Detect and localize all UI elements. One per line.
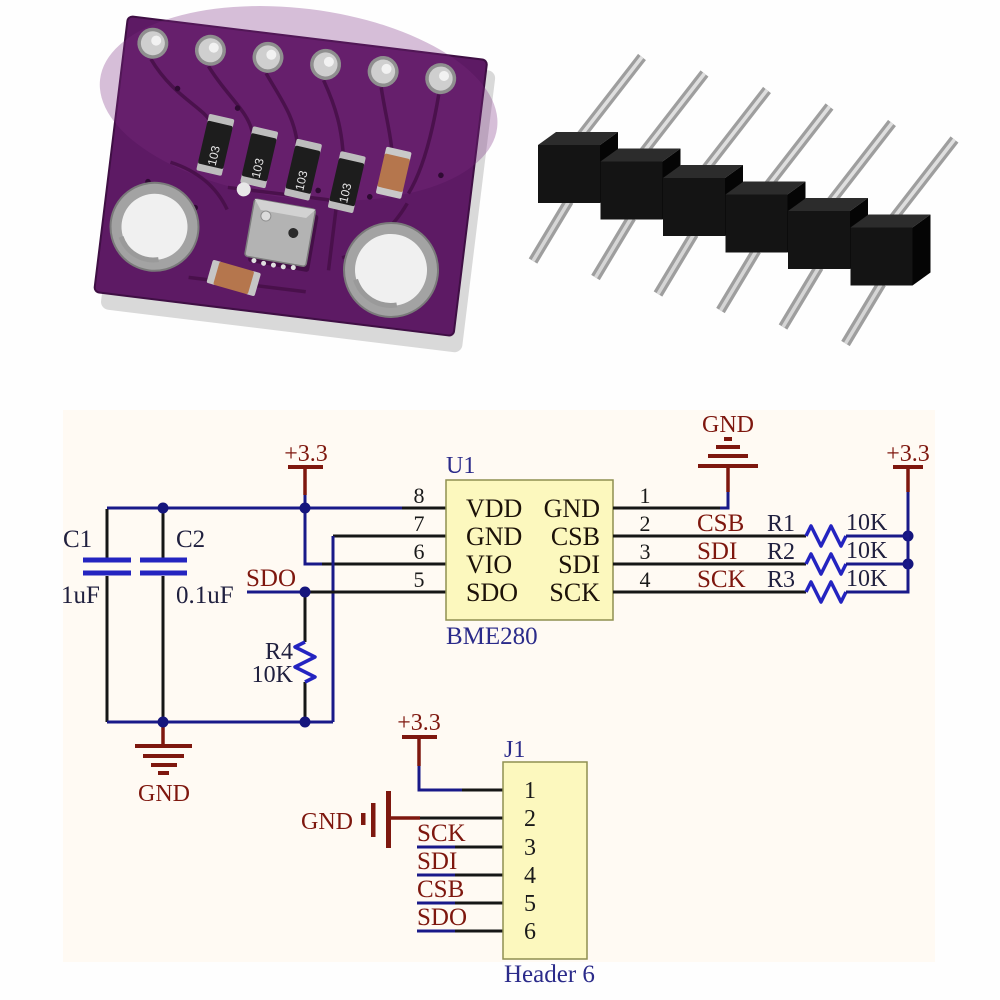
pin-header-photo [528,53,959,347]
smd-resistor: 103 [284,138,322,201]
resistor-marking: 103 [205,144,223,167]
smd-capacitor [376,146,412,199]
r2-value-label: 10K [846,538,888,564]
r3-value-label: 10K [846,566,888,592]
csb-net-label: CSB [697,510,744,537]
u1-pin1-number: 1 [640,483,651,508]
c2-ref-label: C2 [176,526,205,553]
capacitor-c2-symbol [140,557,187,576]
j1-csb-net-label: CSB [417,876,464,903]
sck-net-label: SCK [697,566,746,593]
u1-pin-vio-name: VIO [466,550,512,579]
ground-symbol-j1 [361,791,420,848]
mounting-hole-left [109,181,200,272]
resistor-r3-symbol [804,580,848,604]
u1-pin-sck-name: SCK [549,578,600,607]
gnd-bottom-left-label: GND [138,781,190,807]
u1-pin5-number: 5 [414,567,425,592]
c1-value-label: 1uF [61,582,100,609]
u1-ic-body [445,479,614,621]
r2-ref-label: R2 [767,539,795,565]
sdi-net-label: SDI [697,538,737,565]
u1-pin-gnd-name: GND [466,522,522,551]
r4-ref-label: R4 [265,639,293,665]
capacitor-c1-symbol [83,557,131,576]
j1-sck-net-label: SCK [417,820,466,847]
power-flag-33-right [893,465,923,492]
power-33-bottom-label: +3.3 [397,710,441,736]
u1-pin-sdi-name: SDI [558,550,600,579]
u1-pin-sdo-name: SDO [466,578,518,607]
r1-value-label: 10K [846,510,888,536]
power-33-left-label: +3.3 [284,441,328,467]
c1-ref-label: C1 [63,526,92,553]
u1-part-label: BME280 [446,623,538,650]
u1-pin-csb-name: CSB [551,522,600,551]
u1-pin4-number: 4 [640,567,651,592]
u1-pin8-number: 8 [414,483,425,508]
smd-capacitor [206,260,261,296]
j1-pin1-number: 1 [524,778,536,804]
r4-value-label: 10K [252,662,294,688]
mounting-hole-right [343,221,440,318]
pcb-pin-pads [137,27,457,95]
u1-pin-gnd2-name: GND [544,494,600,523]
resistor-r4-symbol [293,640,317,684]
u1-pin7-number: 7 [414,511,425,536]
resistor-marking: 103 [336,181,354,204]
resistor-marking: 103 [249,157,267,180]
j1-ref-label: J1 [504,737,525,763]
j1-connector-body [502,761,588,960]
ground-symbol-top-right [698,437,758,492]
j1-pin5-number: 5 [524,891,536,917]
white-dot [236,182,251,197]
smd-resistor: 103 [196,114,235,176]
j1-pin2-number: 2 [524,806,536,832]
bme280-module-photo: 103 103 103 103 [93,6,498,353]
j1-pin4-number: 4 [524,863,536,889]
sensor-vent-hole [288,228,299,239]
gnd-top-right-label: GND [702,412,754,438]
j1-pin3-number: 3 [524,835,536,861]
j1-part-label: Header 6 [504,961,595,988]
smd-resistor: 103 [328,151,366,213]
u1-pin6-number: 6 [414,539,425,564]
bme280-sensor-chip [244,198,319,272]
u1-pin-vdd-name: VDD [466,494,522,523]
resistor-r2-symbol [804,552,848,576]
sdo-net-label: SDO [246,565,296,592]
j1-pin6-number: 6 [524,919,536,945]
resistor-marking: 103 [292,169,310,192]
u1-pin3-number: 3 [640,539,651,564]
u1-pin2-number: 2 [640,511,651,536]
j1-sdo-net-label: SDO [417,904,467,931]
resistor-r1-symbol [804,524,848,548]
power-flag-33-bottom [402,735,462,792]
r1-ref-label: R1 [767,511,795,537]
power-33-right-label: +3.3 [886,441,930,467]
c2-value-label: 0.1uF [176,582,234,609]
gnd-j1-label: GND [301,809,353,835]
j1-sdi-net-label: SDI [417,848,457,875]
r3-ref-label: R3 [767,567,795,593]
schematic: C1 1uF C2 0.1uF +3.3 SDO R4 10K GND U1 B… [61,410,935,988]
u1-ref-label: U1 [446,453,475,479]
